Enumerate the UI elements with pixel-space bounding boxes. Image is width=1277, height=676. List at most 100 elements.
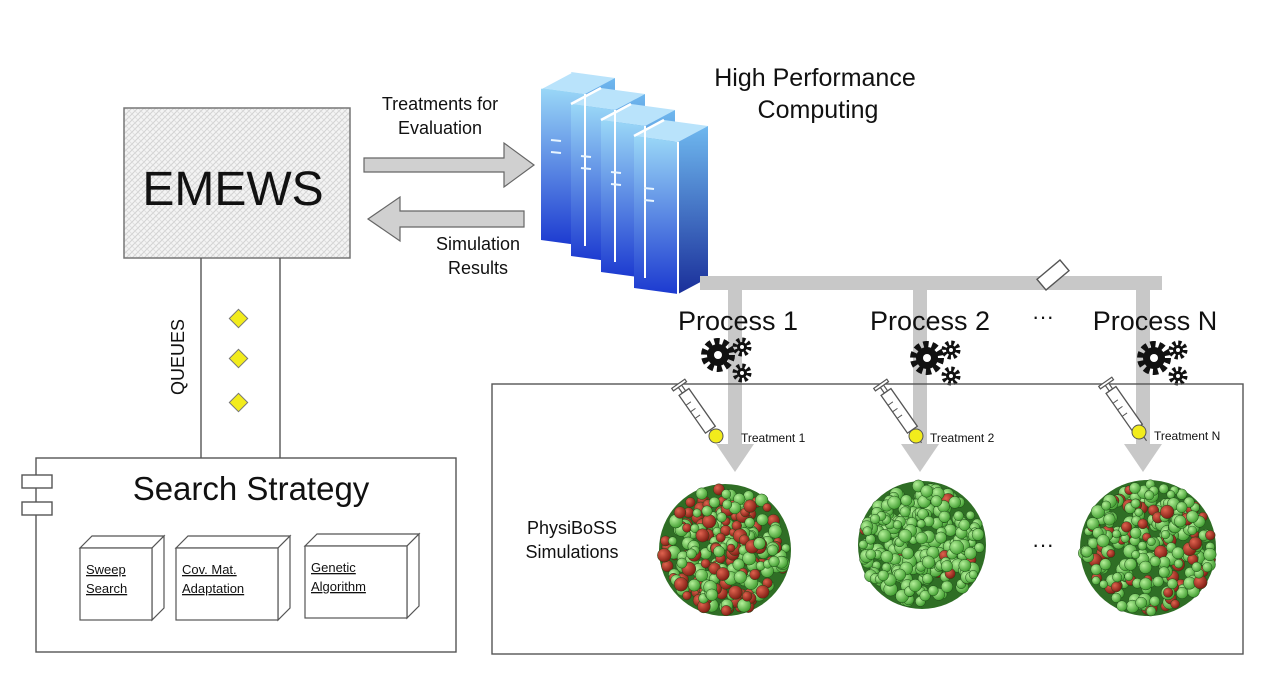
tumor-cell — [720, 605, 732, 617]
tumor-cell — [1124, 572, 1134, 581]
tumor-cell — [701, 514, 717, 529]
arrow-label-line1: Simulation — [436, 234, 520, 254]
hpc-label-line2: Computing — [758, 96, 879, 124]
tumor-cell — [948, 496, 962, 509]
tumor-cell — [701, 505, 713, 517]
tumor-cell — [1131, 550, 1140, 559]
arrow-treatments-to-hpc: Treatments for Evaluation — [363, 94, 536, 189]
tumor-cell — [1160, 504, 1175, 519]
tumor-cell — [1135, 596, 1148, 609]
tumor-cell — [1138, 560, 1153, 574]
tumor-cell — [1099, 579, 1108, 589]
tumor-cell — [695, 487, 708, 500]
tumor-cell — [1091, 576, 1101, 586]
tumor-cell — [1158, 483, 1169, 494]
tumor-cell — [1170, 599, 1180, 609]
treatment-drop-icon — [708, 428, 724, 444]
tumor-cell — [949, 540, 964, 555]
tumor-cell — [705, 588, 718, 601]
tumor-cell — [682, 523, 692, 533]
tumor-cell — [922, 573, 933, 585]
tumor-cell — [915, 531, 928, 545]
tumor-cell — [1149, 555, 1161, 567]
tumor-cell — [1144, 490, 1155, 501]
method-label-line1: Cov. Mat. — [182, 562, 237, 577]
gears-icon — [701, 337, 752, 383]
tumor-cell — [695, 568, 708, 582]
queue-diamond-icon — [228, 348, 249, 369]
tumor-cell — [938, 510, 951, 523]
arrow-results-to-emews: Simulation Results — [366, 195, 525, 278]
tumor-cell — [756, 513, 769, 526]
tumor-cell — [958, 559, 972, 572]
tumor-cell — [917, 508, 929, 520]
tumor-cell — [726, 543, 736, 553]
tumor-cell — [686, 548, 697, 560]
tumor-cell — [768, 524, 783, 539]
tumor-cell — [716, 512, 727, 523]
tumor-cell — [1191, 561, 1202, 572]
tumor-cell — [1158, 566, 1170, 578]
tumor-cell — [692, 508, 702, 518]
treatment-drop-icon — [1131, 424, 1147, 440]
pipe-valve-icon — [1036, 259, 1070, 291]
emews-box — [123, 107, 351, 259]
tumor-cell — [1149, 595, 1161, 607]
tumor-simulation-1 — [657, 483, 791, 617]
tumor-cell — [1205, 530, 1216, 541]
method-label-line2: Search — [86, 581, 127, 596]
tumor-cell — [1187, 525, 1197, 536]
tumor-cell — [927, 585, 939, 597]
tumor-simulation-n — [1078, 479, 1217, 617]
tumor-cell — [1176, 501, 1188, 513]
arrow-label-line1: Treatments for — [382, 94, 498, 114]
tumor-cell — [1167, 578, 1178, 590]
tumor-cell — [1137, 518, 1148, 530]
tumor-cell — [877, 569, 889, 582]
search-strategy-title: Search Strategy — [133, 470, 370, 507]
tumor-cell — [1080, 545, 1093, 558]
tumor-cell — [968, 570, 978, 580]
tumor-cell — [958, 519, 971, 531]
tumor-cell — [901, 547, 914, 560]
component-tab-icon — [21, 501, 53, 516]
queues-label: QUEUES — [168, 319, 188, 395]
tumor-cell — [971, 528, 985, 541]
tumor-cell — [1124, 558, 1137, 571]
tumor-cell — [1176, 586, 1189, 600]
tumor-cell — [934, 531, 947, 544]
tumor-cell — [870, 513, 881, 525]
syringe-icon — [1097, 376, 1148, 442]
process-label-n: Process N — [1093, 306, 1218, 336]
simulations-label-line2: Simulations — [525, 542, 618, 562]
tumor-cell — [743, 499, 757, 513]
tumor-cell — [1139, 577, 1153, 591]
tumor-cell — [1086, 517, 1100, 531]
treatment-label-n: Treatment N — [1154, 429, 1220, 443]
tumor-simulation-2 — [858, 479, 986, 609]
process-label-2: Process 2 — [870, 306, 990, 336]
tumor-cell — [1116, 600, 1128, 612]
tumor-cell — [974, 542, 985, 553]
gears-icon — [1137, 340, 1188, 386]
treatment-label-1: Treatment 1 — [741, 431, 806, 445]
tumor-cell — [858, 539, 868, 550]
tumor-cell — [695, 528, 710, 543]
tumor-cell — [1106, 549, 1116, 558]
tumor-cell — [1174, 515, 1187, 528]
hpc-server-icon — [540, 70, 708, 294]
tumor-cell — [1203, 547, 1217, 562]
tumor-cell — [1099, 558, 1112, 571]
queue-diamond-icon — [228, 308, 249, 329]
simulations-label-line1: PhysiBoSS — [527, 518, 617, 538]
tumor-cell — [1152, 576, 1164, 588]
tumor-cell — [1101, 500, 1112, 511]
tumor-cell — [930, 495, 943, 507]
tumor-cell — [754, 493, 769, 507]
arrow-label-line2: Evaluation — [398, 118, 482, 138]
tumor-cell — [1163, 587, 1174, 598]
tumor-cell — [1111, 592, 1122, 603]
tumor-cell — [1129, 482, 1141, 494]
tumor-cell — [916, 519, 926, 529]
